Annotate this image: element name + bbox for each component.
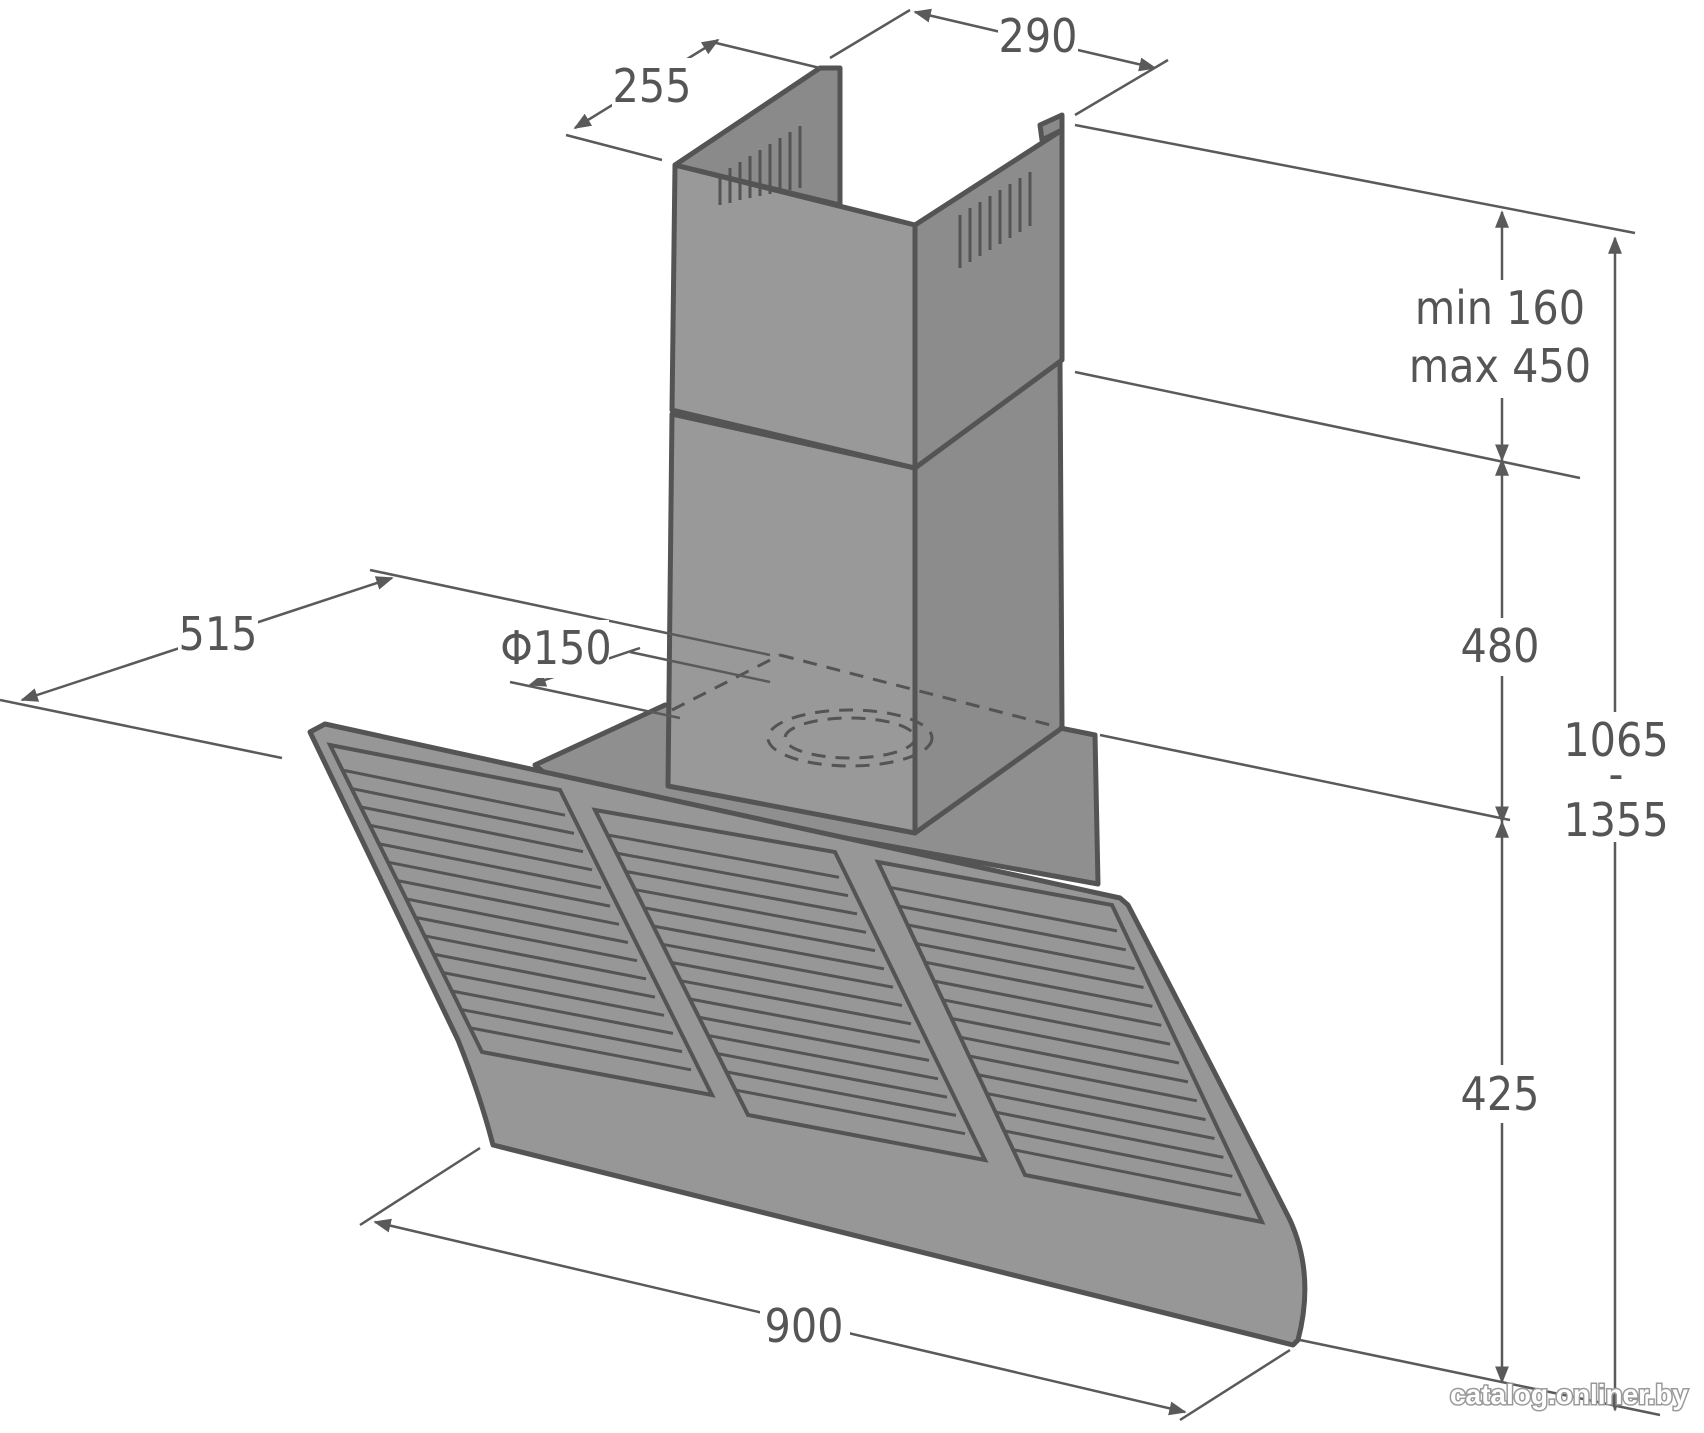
filter-slat [626, 870, 858, 916]
filter-slat [635, 888, 867, 934]
filter-slat [617, 851, 849, 898]
filter-slat [406, 897, 629, 944]
filter-slat [1002, 1129, 1233, 1178]
filter-slat [397, 879, 620, 926]
filter-slat [653, 924, 885, 971]
filter-slat [925, 960, 1153, 1008]
chimney-lower-front [665, 411, 918, 836]
filter-slat [733, 1088, 966, 1136]
filter-slat [976, 1073, 1206, 1122]
chimney-upper-back-right [1037, 112, 1065, 143]
filter-slat [608, 833, 840, 879]
dim-hood-width: 900 [765, 1299, 844, 1353]
dim-total-max: 1355 [1563, 793, 1668, 847]
dim-chimney-width: 290 [999, 9, 1078, 63]
filter-slat [424, 934, 647, 981]
filter-slat [891, 886, 1118, 933]
filter-slat [388, 860, 611, 908]
filter-slat [644, 906, 876, 953]
dim-chimney-depth: 255 [613, 59, 692, 113]
filter-slat [689, 997, 921, 1044]
dim-chimney-lower: 480 [1461, 619, 1540, 673]
filter-frames [326, 742, 1266, 1225]
filter-slat [724, 1070, 957, 1117]
dim-upper-max: max 450 [1409, 339, 1591, 393]
filter-slat [459, 1007, 683, 1054]
filter-slat [379, 842, 602, 890]
label-knockouts [178, 10, 1657, 1356]
filter-slat [934, 979, 1162, 1027]
filter-slat [985, 1091, 1215, 1140]
filter-slat [468, 1026, 692, 1072]
filter-slat [361, 805, 584, 854]
dim-total-min: 1065 [1563, 713, 1668, 767]
filter-slat [698, 1015, 930, 1062]
filter-slat [433, 952, 656, 999]
filter-slat [951, 1017, 1180, 1065]
filter-slat [968, 1054, 1198, 1103]
chimney-vents [718, 126, 1032, 268]
dim-hood-depth: 515 [179, 607, 258, 661]
dimension-labels: 255 290 min 160 max 450 480 425 1065 - 1… [179, 9, 1669, 1353]
filter-slat [959, 1035, 1189, 1084]
filter-slat [917, 942, 1144, 989]
filter-slat [994, 1110, 1224, 1159]
hood-body [307, 65, 1308, 1348]
filter-slat [370, 824, 593, 872]
filter-slat [899, 904, 1127, 952]
filter-slats [343, 768, 1242, 1197]
filter-slat [707, 1033, 939, 1081]
filter-slat [442, 971, 665, 1017]
dim-upper-min: min 160 [1415, 281, 1585, 335]
filter-slat [942, 998, 1171, 1046]
filter-slat [352, 787, 575, 835]
filter-slat [415, 915, 638, 963]
filter-slat [450, 989, 674, 1035]
dim-hood-height: 425 [1461, 1067, 1540, 1121]
watermark: catalog.onliner.by [1450, 1379, 1688, 1410]
filter-slat [1011, 1147, 1242, 1197]
filter-slat [662, 942, 894, 989]
filter-slat [343, 768, 566, 817]
dim-total-sep: - [1609, 747, 1624, 801]
duct-hidden-lines [671, 653, 1063, 768]
filter-slat [908, 923, 1135, 971]
chimney-upper-side [912, 127, 1065, 471]
filter-slat [680, 979, 912, 1026]
dim-duct-diameter: Φ150 [500, 621, 612, 675]
filter-slat [671, 961, 903, 1007]
filter-slat [715, 1051, 948, 1099]
